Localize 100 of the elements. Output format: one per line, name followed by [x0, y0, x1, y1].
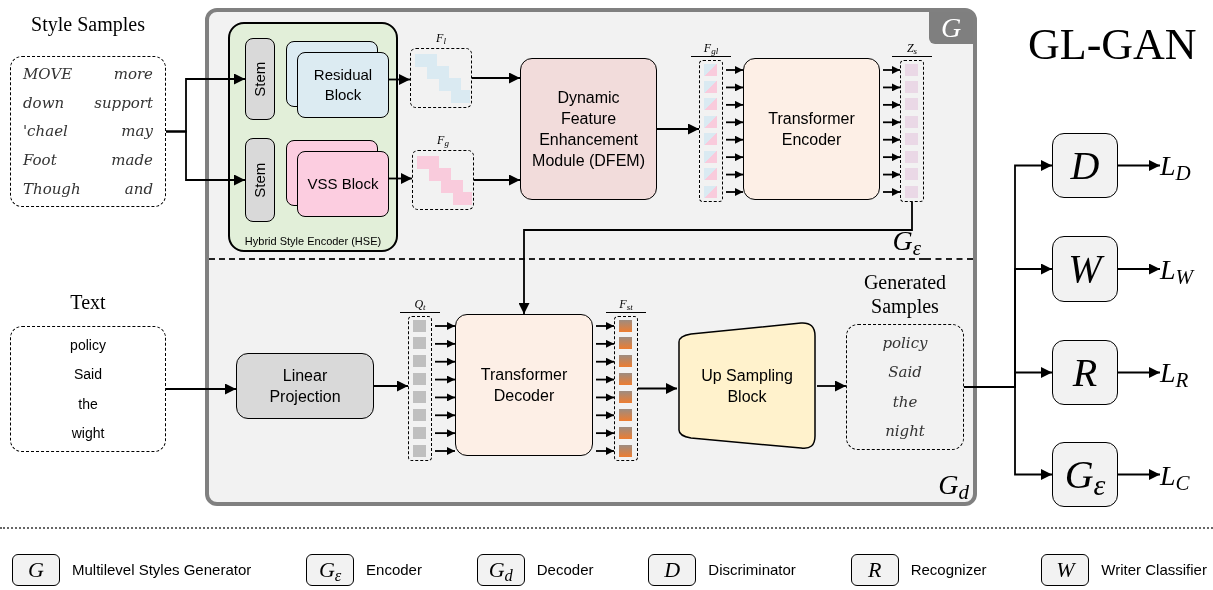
- handwritten-word: more: [113, 64, 153, 83]
- arrow: [882, 83, 901, 92]
- handwritten-word: and: [124, 180, 153, 199]
- module-block: G$_{ε}$: [1052, 442, 1118, 507]
- arrow: [725, 188, 744, 196]
- arrow: [434, 447, 456, 455]
- diagram-title: GL-GAN: [1028, 20, 1197, 70]
- region-label: G$_{d}$: [938, 468, 969, 502]
- arrow: [725, 118, 744, 127]
- feature-label: F$_{g}$: [436, 132, 450, 148]
- arrow: [388, 173, 413, 184]
- arrow: [725, 83, 744, 92]
- feature-label: F$_{gl}$: [691, 40, 731, 57]
- feature-label: F$_{st}$: [606, 296, 646, 313]
- module-block: R: [1052, 340, 1118, 405]
- arrow: [434, 411, 456, 420]
- stem-block: Stem: [245, 38, 275, 120]
- arrow: [595, 429, 615, 438]
- text-word: Said: [74, 366, 102, 383]
- loss-label: L$_{R}$: [1160, 356, 1206, 390]
- handwritten-word: night: [885, 422, 925, 441]
- arrow: [434, 322, 456, 330]
- section-title: Generated Samples: [862, 270, 948, 318]
- legend-text: Decoder: [536, 559, 594, 580]
- arrow: [1117, 160, 1161, 171]
- legend-text: Multilevel Styles Generator: [72, 559, 252, 580]
- handwritten-word: made: [111, 151, 153, 170]
- handwritten-word: support: [94, 93, 153, 112]
- handwritten-word: policy: [882, 333, 928, 352]
- handwritten-word: 'chael: [23, 122, 68, 141]
- handwritten-word: Said: [888, 363, 922, 382]
- arrow: [595, 411, 615, 420]
- legend-text: Writer Classifier: [1101, 559, 1207, 580]
- arrow: [725, 66, 744, 74]
- arrow: [725, 170, 744, 179]
- feature-label: Q$_{t}$: [400, 296, 440, 313]
- process-block: Transformer Encoder: [743, 58, 880, 200]
- legend-key: D: [648, 554, 697, 586]
- feature-label: F$_{l}$: [435, 30, 447, 46]
- handwritten-word: may: [121, 122, 153, 141]
- loss-label: L$_{W}$: [1160, 253, 1206, 287]
- text-word: the: [78, 395, 98, 412]
- arrow: [637, 383, 678, 394]
- arrow: [882, 135, 901, 144]
- arrow: [518, 201, 913, 315]
- process-block: Transformer Decoder: [455, 314, 593, 456]
- arrow: [882, 188, 901, 196]
- text-word: wight: [71, 425, 105, 442]
- legend-key: G$_{d}$: [476, 554, 525, 586]
- arrow: [165, 130, 246, 186]
- arrow: [882, 170, 901, 179]
- upsampling-block: Up Sampling Block: [677, 322, 817, 450]
- arrow: [388, 74, 411, 85]
- region-label: G$_{ε}$: [892, 224, 921, 258]
- arrow: [595, 375, 615, 384]
- encoder-group: [228, 22, 398, 252]
- arrow: [1117, 367, 1161, 378]
- arrow: [434, 393, 456, 402]
- arrow: [882, 100, 901, 109]
- stem-block: Stem: [245, 138, 275, 222]
- legend-key: W: [1041, 554, 1090, 586]
- arrow: [595, 393, 615, 402]
- generator-panel: [205, 8, 977, 506]
- legend-text: Encoder: [366, 559, 422, 580]
- module-block: D: [1052, 133, 1118, 198]
- arrow: [473, 174, 521, 186]
- arrow: [1117, 263, 1161, 275]
- section-title: Style Samples: [30, 12, 146, 36]
- arrow: [882, 153, 901, 162]
- legend-text: Recognizer: [910, 559, 987, 580]
- arrow: [1117, 469, 1161, 480]
- arrow: [434, 357, 456, 366]
- arrow: [882, 66, 901, 74]
- loss-label: L$_{D}$: [1160, 149, 1206, 183]
- group-label: Hybrid Style Encoder (HSE): [243, 234, 383, 248]
- legend-text: Discriminator: [708, 559, 796, 580]
- arrow: [434, 375, 456, 384]
- arrow: [434, 339, 456, 348]
- arrow: [434, 429, 456, 438]
- legend-key: R: [850, 554, 899, 586]
- text-word: policy: [70, 336, 106, 353]
- handwritten-word: down: [23, 93, 65, 112]
- legend-key: G: [12, 554, 60, 586]
- handwritten-word: Though: [23, 180, 81, 199]
- arrow: [725, 100, 744, 109]
- arrow: [882, 118, 901, 127]
- process-block: Dynamic Feature Enhancement Module (DFEM): [520, 58, 657, 200]
- arrow: [471, 72, 521, 84]
- arrow: [816, 380, 847, 392]
- panel-tag: G: [929, 12, 973, 44]
- arrow: [595, 357, 615, 366]
- arrow: [595, 339, 615, 348]
- arrow: [373, 380, 409, 392]
- loss-label: L$_{C}$: [1160, 459, 1206, 493]
- arrow: [656, 123, 700, 135]
- handwritten-word: MOVE: [23, 64, 73, 83]
- arrow: [595, 447, 615, 455]
- arrow: [725, 135, 744, 144]
- handwritten-word: Foot: [23, 151, 57, 170]
- process-block: Linear Projection: [236, 353, 374, 419]
